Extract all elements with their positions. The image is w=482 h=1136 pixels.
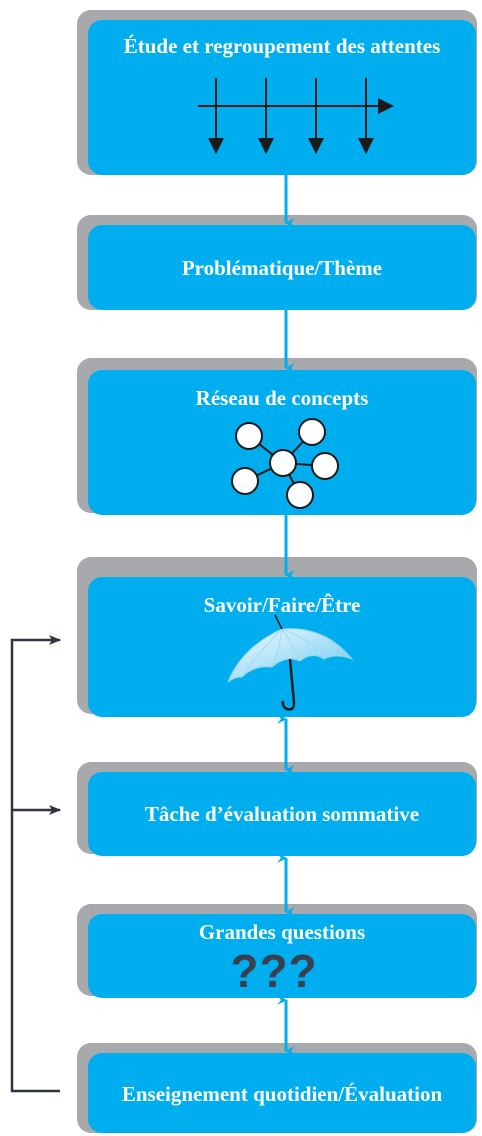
- step-box-problematique: Problématique/Thème: [88, 225, 476, 310]
- step-title: Enseignement quotidien/Évaluation: [121, 1082, 443, 1106]
- step-title: Grandes questions: [198, 920, 366, 944]
- step-title: Étude et regroupement des attentes: [123, 34, 441, 58]
- concept-network-icon: [231, 418, 339, 509]
- step-title: Problématique/Thème: [181, 256, 383, 280]
- question-marks-icon: ???: [230, 945, 318, 997]
- step-box-reseau: Réseau de concepts: [88, 370, 476, 515]
- feedback-loop: [10, 635, 61, 1093]
- step-box-tache: Tâche d’évaluation sommative: [88, 772, 476, 856]
- timeline-icon: [198, 78, 394, 154]
- step-box-grandes-questions: Grandes questions ???: [88, 914, 476, 998]
- step-title: Savoir/Faire/Être: [203, 593, 361, 617]
- step-box-savoir: Savoir/Faire/Être: [88, 577, 476, 717]
- step-title: Réseau de concepts: [195, 386, 369, 410]
- step-box-enseignement: Enseignement quotidien/Évaluation: [88, 1053, 476, 1133]
- umbrella-icon: [227, 614, 354, 711]
- step-title: Tâche d’évaluation sommative: [144, 802, 420, 826]
- step-box-attentes: Étude et regroupement des attentes: [88, 20, 476, 175]
